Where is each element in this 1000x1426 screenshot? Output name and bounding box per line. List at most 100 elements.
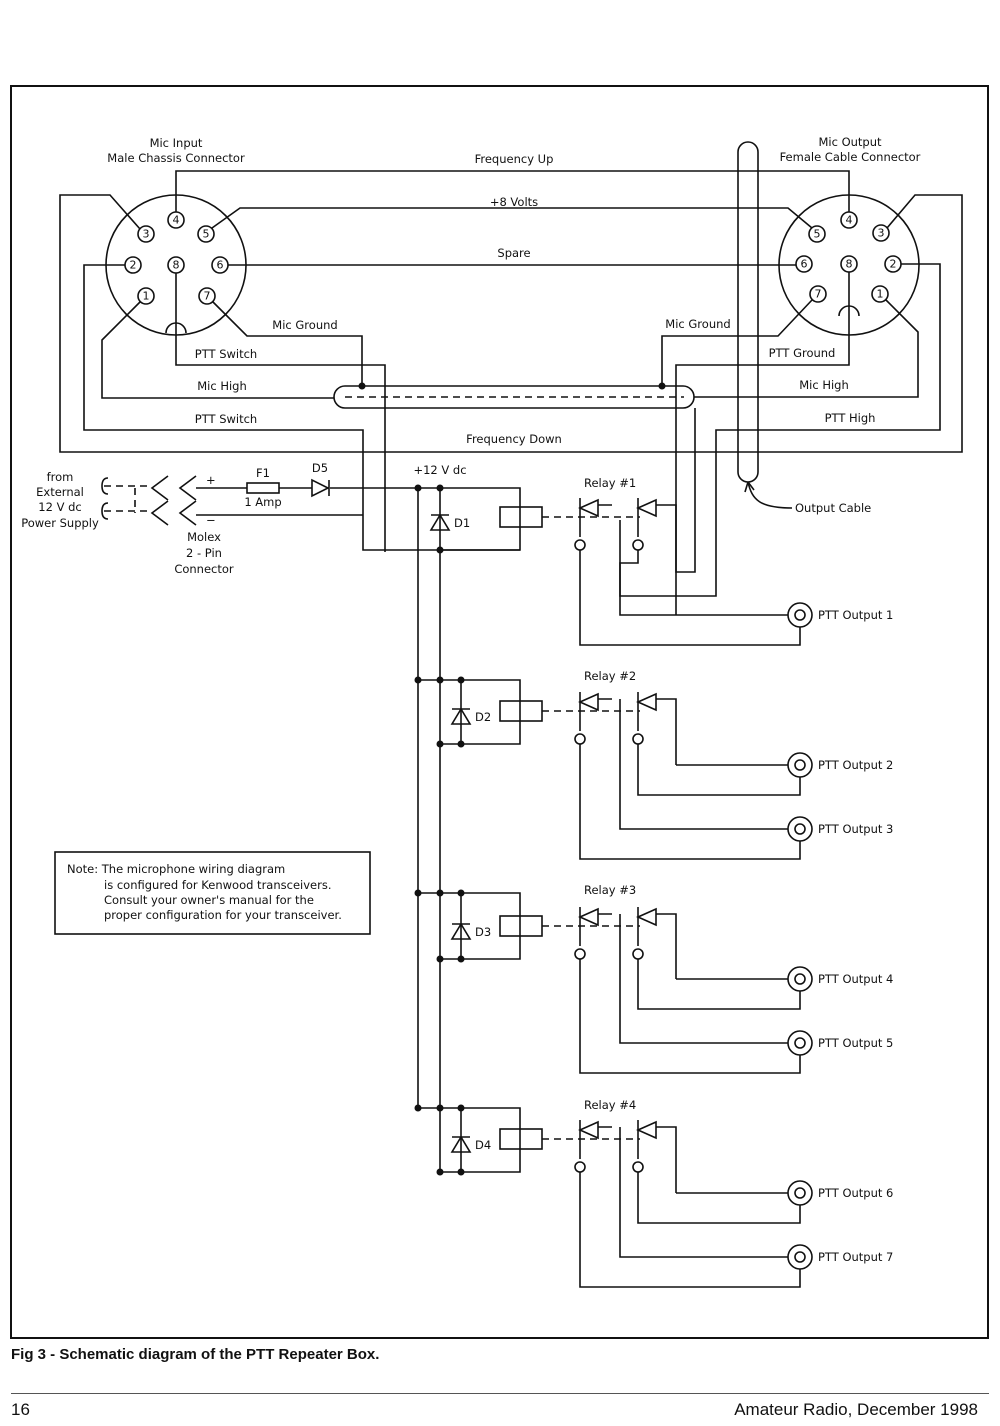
svg-text:7: 7 (815, 288, 822, 301)
svg-text:8: 8 (846, 258, 853, 271)
svg-text:PTT Output 1: PTT Output 1 (818, 608, 893, 622)
pin-4-right: 4 (840, 211, 858, 229)
svg-text:Connector: Connector (174, 562, 234, 576)
svg-text:PTT High: PTT High (825, 411, 876, 425)
page-number: 16 (11, 1400, 30, 1419)
relay-coil (499, 915, 543, 937)
svg-text:2 - Pin: 2 - Pin (186, 546, 222, 560)
relay-label: Relay #2 (584, 669, 636, 683)
pin-6-right: 6 (795, 255, 813, 273)
svg-text:PTT Output 2: PTT Output 2 (818, 758, 893, 772)
mic-output-label: Mic Output (818, 135, 882, 149)
relay-stages: D1 Relay #1 PTT Output 1 D2 Relay #2 PTT Outp… (414, 476, 893, 1288)
pin-8-left: 8 (167, 256, 185, 274)
svg-text:PTT Ground: PTT Ground (769, 346, 836, 360)
ptt-output-3: PTT Output 3 (787, 816, 893, 842)
svg-text:2: 2 (130, 259, 137, 272)
svg-text:5: 5 (814, 228, 821, 241)
svg-text:8: 8 (173, 259, 180, 272)
relay-stage-2: D2 Relay #2 PTT Output 2 PTT Output 3 (414, 669, 893, 860)
svg-text:External: External (36, 485, 84, 499)
pin-3-left: 3 (137, 225, 155, 243)
pin-8-right: 8 (840, 255, 858, 273)
figure-caption: Fig 3 - Schematic diagram of the PTT Rep… (11, 1346, 380, 1363)
svg-text:5: 5 (203, 228, 210, 241)
svg-text:12 V dc: 12 V dc (38, 500, 81, 514)
relay-label: Relay #1 (584, 476, 636, 490)
diode-label: D4 (475, 1138, 491, 1152)
svg-text:Note: The microphone wiring di: Note: The microphone wiring diagram (67, 862, 285, 876)
svg-text:Molex: Molex (187, 530, 221, 544)
svg-text:Consult your owner's manual fo: Consult your owner's manual for the (104, 893, 314, 907)
diode-label: D1 (454, 516, 470, 530)
svg-text:−: − (206, 513, 216, 527)
svg-text:1 Amp: 1 Amp (244, 495, 281, 509)
svg-text:is configured for Kenwood tran: is configured for Kenwood transceivers. (104, 878, 331, 892)
svg-text:+: + (206, 473, 216, 487)
supply-rail (417, 488, 441, 1170)
svg-text:3: 3 (878, 227, 885, 240)
diode-d1 (429, 513, 451, 531)
pin-5-left: 5 (197, 225, 215, 243)
svg-text:7: 7 (204, 290, 211, 303)
svg-text:Mic High: Mic High (197, 379, 247, 393)
svg-text:1: 1 (143, 290, 150, 303)
svg-text:Power Supply: Power Supply (21, 516, 99, 530)
pin-7-left: 7 (198, 287, 216, 305)
svg-text:6: 6 (217, 259, 224, 272)
svg-text:Spare: Spare (497, 246, 530, 260)
relay-coil (499, 1128, 543, 1150)
svg-text:PTT Output 7: PTT Output 7 (818, 1250, 893, 1264)
svg-text:PTT Switch: PTT Switch (195, 347, 257, 361)
output-cable-bundle (737, 141, 759, 483)
svg-text:4: 4 (846, 214, 853, 227)
svg-text:from: from (47, 470, 74, 484)
svg-text:3: 3 (143, 228, 150, 241)
svg-text:6: 6 (801, 258, 808, 271)
fuse-f1 (246, 482, 280, 494)
output-cable-label: Output Cable (795, 501, 871, 515)
relay-stage-1: D1 Relay #1 PTT Output 1 (414, 476, 893, 646)
power-input: from External 12 V dc Power Supply + − M… (21, 461, 466, 576)
relay-coil (499, 700, 543, 722)
magazine-footer: Amateur Radio, December 1998 (734, 1400, 978, 1419)
svg-text:PTT Output 6: PTT Output 6 (818, 1186, 893, 1200)
relay-label: Relay #3 (584, 883, 636, 897)
relay-coil (499, 506, 543, 528)
note-box: Note: The microphone wiring diagram is c… (54, 851, 371, 935)
diode-d4 (450, 1135, 472, 1153)
svg-text:PTT Switch: PTT Switch (195, 412, 257, 426)
svg-text:1: 1 (877, 288, 884, 301)
pin-2-left: 2 (124, 256, 142, 274)
svg-text:Mic High: Mic High (799, 378, 849, 392)
svg-text:F1: F1 (256, 466, 270, 480)
svg-text:Frequency Down: Frequency Down (466, 432, 562, 446)
pin-2-right: 2 (884, 255, 902, 273)
ptt-output-5: PTT Output 5 (787, 1030, 893, 1056)
svg-text:PTT Output 4: PTT Output 4 (818, 972, 893, 986)
svg-text:D5: D5 (312, 461, 328, 475)
diode-d3 (450, 922, 472, 940)
diode-label: D2 (475, 710, 491, 724)
mic-input-sublabel: Male Chassis Connector (107, 151, 245, 165)
svg-text:PTT Output 3: PTT Output 3 (818, 822, 893, 836)
relay-stage-3: D3 Relay #3 PTT Output 4 PTT Output 5 (414, 883, 893, 1074)
pin-1-left: 1 (137, 287, 155, 305)
svg-text:proper configuration for your: proper configuration for your transceive… (104, 908, 342, 922)
mic-input-label: Mic Input (150, 136, 203, 150)
pin-6-left: 6 (211, 256, 229, 274)
svg-text:Mic Ground: Mic Ground (272, 318, 337, 332)
svg-text:PTT Output 5: PTT Output 5 (818, 1036, 893, 1050)
pin-4-left: 4 (167, 211, 185, 229)
diode-label: D3 (475, 925, 491, 939)
footer-rule (11, 1393, 989, 1394)
pin-7-right: 7 (809, 285, 827, 303)
svg-text:Frequency Up: Frequency Up (475, 152, 554, 166)
svg-text:Mic Ground: Mic Ground (665, 317, 730, 331)
ptt-output-7: PTT Output 7 (787, 1244, 893, 1270)
svg-text:+12 V dc: +12 V dc (413, 463, 466, 477)
svg-text:2: 2 (890, 258, 897, 271)
diode-d2 (450, 707, 472, 725)
